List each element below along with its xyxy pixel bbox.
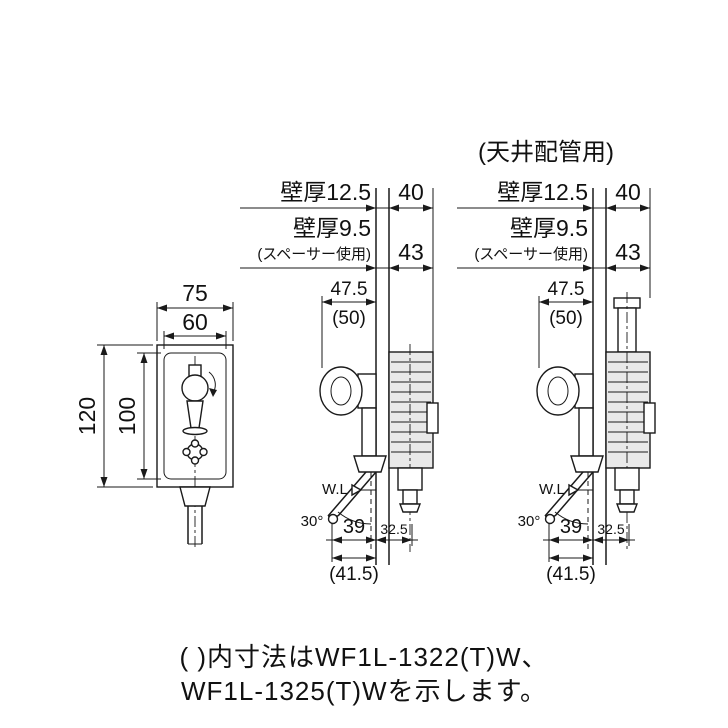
vacuum-breaker-lobe xyxy=(190,439,200,448)
offset-325-label-ceiling: 32.5 xyxy=(597,521,624,537)
side-view-floor: 壁厚12.5 40 壁厚9.5 (スペーサー使用) 43 47.5 (50) W… xyxy=(240,179,439,585)
protrusion-50-label-ceiling: (50) xyxy=(549,308,583,329)
spout-outlet xyxy=(327,513,339,525)
footer-note-line2: WF1L-1325(T)Wを示します。 xyxy=(181,676,547,706)
water-line-marker xyxy=(351,483,363,497)
angle-30-label-floor: 30° xyxy=(301,513,324,530)
front-dimensions: 75 60 120 100 xyxy=(74,280,234,488)
angled-spout xyxy=(327,471,367,517)
wall-thickness-125-label-ceiling: 壁厚12.5 xyxy=(497,179,588,205)
vacuum-breaker-lobe xyxy=(182,447,191,457)
spout-nut xyxy=(570,455,604,473)
front-outer-height-label: 120 xyxy=(74,397,100,435)
angle-arc xyxy=(337,511,372,525)
offset-39-label-ceiling: 39 xyxy=(560,516,582,538)
front-inner-height-label: 100 xyxy=(114,397,140,435)
depth-43-label-ceiling: 43 xyxy=(615,239,641,265)
angle-arc xyxy=(554,511,589,525)
angle-30-label-ceiling: 30° xyxy=(518,513,541,530)
concealed-valve-body xyxy=(388,351,434,469)
offset-325-label-floor: 32.5 xyxy=(380,521,407,537)
spacer-note-ceiling: (スペーサー使用) xyxy=(474,246,588,263)
faucet-handle xyxy=(181,374,209,402)
spacer-note-floor: (スペーサー使用) xyxy=(257,246,371,263)
side-view-ceiling: (天井配管用) xyxy=(457,139,656,585)
offset-415-label-floor: (41.5) xyxy=(329,564,379,585)
protrusion-475-label-ceiling: 47.5 xyxy=(548,279,585,300)
water-line-marker xyxy=(568,483,580,497)
water-line-label-ceiling: W.L xyxy=(539,481,565,498)
protrusion-50-label-floor: (50) xyxy=(332,308,366,329)
vacuum-breaker-lobe xyxy=(190,456,200,465)
faucet-handle-side xyxy=(319,366,363,416)
bottom-fitting xyxy=(397,467,423,491)
front-outer-width-label: 75 xyxy=(182,280,208,306)
angled-spout xyxy=(337,471,377,517)
front-inner-width-label: 60 xyxy=(182,309,208,335)
footer-note-line1: ( )内寸法はWF1L-1322(T)W、 xyxy=(179,642,548,672)
vacuum-breaker-lobe xyxy=(199,447,208,457)
protrusion-475-label-floor: 47.5 xyxy=(331,279,368,300)
spout-flange xyxy=(182,426,208,436)
angled-spout xyxy=(544,471,584,517)
escutcheon xyxy=(361,407,377,457)
footer-note: ( )内寸法はWF1L-1322(T)W、 WF1L-1325(T)Wを示します… xyxy=(179,642,548,706)
wall-thickness-95-label-ceiling: 壁厚9.5 xyxy=(510,215,588,241)
spout-nut xyxy=(353,455,387,473)
rotation-arrow-head xyxy=(209,388,217,397)
water-line-label-floor: W.L xyxy=(322,481,348,498)
escutcheon xyxy=(578,407,594,457)
faucet-handle-side xyxy=(536,366,580,416)
mounting-nut xyxy=(179,486,211,507)
wall-thickness-95-label-floor: 壁厚9.5 xyxy=(293,215,371,241)
wall-thickness-125-label-floor: 壁厚12.5 xyxy=(280,179,371,205)
offset-39-label-floor: 39 xyxy=(343,516,365,538)
depth-43-label-floor: 43 xyxy=(398,239,424,265)
bottom-fitting xyxy=(614,467,640,491)
depth-40-label-ceiling: 40 xyxy=(615,179,641,205)
spout-outlet xyxy=(544,513,556,525)
angled-spout xyxy=(554,471,594,517)
front-view: 75 60 120 100 xyxy=(74,280,234,550)
ceiling-view-title: (天井配管用) xyxy=(478,139,614,166)
offset-415-label-ceiling: (41.5) xyxy=(546,564,596,585)
depth-40-label-floor: 40 xyxy=(398,179,424,205)
